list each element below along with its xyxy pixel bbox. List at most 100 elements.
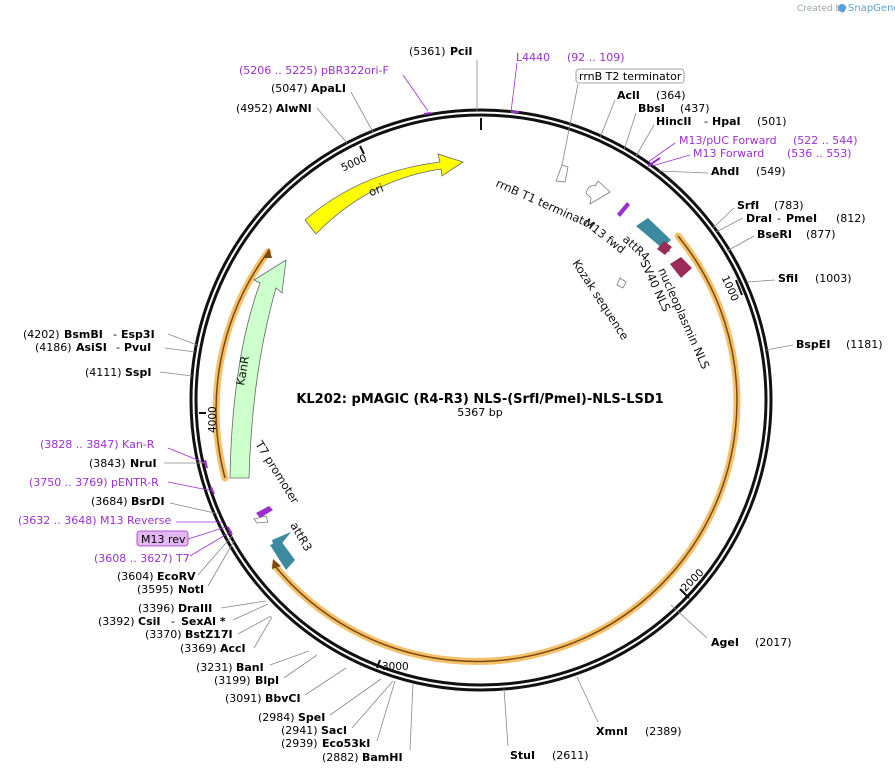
rrnb-t2-terminator-feature[interactable]: rrnB T2 terminator [555,68,685,183]
svg-text:Esp3I: Esp3I [121,328,155,341]
primer-m13-forward[interactable]: M13 Forward (536 .. 553) [647,147,852,167]
svg-text:SfiI: SfiI [778,272,798,285]
svg-text:EcoRV: EcoRV [157,570,196,583]
kanr-label: KanR [233,355,252,387]
svg-text:(3828 .. 3847) Kan-R: (3828 .. 3847) Kan-R [40,438,155,451]
site-acli[interactable]: AclI (364) [599,89,686,139]
snapgene-logo-icon [838,4,846,12]
backbone-inner [194,113,768,687]
svg-text:(549): (549) [756,165,786,178]
t7-promoter-feature[interactable]: T7 promoter [252,437,302,524]
orf-arc-right[interactable] [271,232,741,665]
svg-text:(5047): (5047) [271,82,308,95]
site-csii-sexai[interactable]: (3392) CsiI - SexAI * [98,603,269,628]
site-spei[interactable]: (2984) SpeI [258,678,382,724]
site-noti[interactable]: (3595) NotI [137,540,235,596]
svg-text:(4111): (4111) [85,366,122,379]
site-bseri[interactable]: BseRI (877) [726,228,836,252]
svg-text:BlpI: BlpI [255,674,279,687]
svg-text:(3370): (3370) [145,628,182,641]
site-pcii[interactable]: (5361) PciI [409,45,478,112]
svg-text:SrfI: SrfI [737,199,759,212]
svg-text:PmeI: PmeI [786,212,817,225]
primer-m13-reverse[interactable]: (3632 .. 3648) M13 Reverse [18,514,222,527]
svg-text:(3091): (3091) [225,692,262,705]
site-agei[interactable]: AgeI (2017) [670,604,792,649]
site-bbsi[interactable]: BbsI (437) [623,102,710,151]
m13-rev-callout[interactable]: M13 rev [136,526,227,547]
svg-text:-: - [777,212,781,225]
svg-text:AsiSI: AsiSI [76,341,107,354]
svg-text:(2984): (2984) [258,711,295,724]
site-hincii-hpai[interactable]: HincII - HpaI (501) [635,115,787,157]
site-draiii[interactable]: (3396) DraIII [138,600,267,615]
site-ahdi[interactable]: AhdI (549) [658,165,786,178]
site-apali[interactable]: (5047) ApaLI [271,82,374,133]
primer-kan-r[interactable]: (3828 .. 3847) Kan-R [40,438,208,469]
svg-text:(1181): (1181) [846,338,883,351]
svg-text:ApaLI: ApaLI [311,82,346,95]
svg-text:StuI: StuI [510,749,535,762]
svg-text:BstZ17I: BstZ17I [185,628,233,641]
svg-text:(3392): (3392) [98,615,135,628]
primer-m13-puc-forward[interactable]: M13/pUC Forward (522 .. 544) [647,134,858,163]
svg-text:(92 .. 109): (92 .. 109) [567,51,625,64]
ori-feature[interactable]: ori [304,153,464,235]
svg-text:(437): (437) [680,102,710,115]
svg-text:(3595): (3595) [137,583,174,596]
primer-pentr-r[interactable]: (3750 .. 3769) pENTR-R [29,476,215,495]
site-bsrdi[interactable]: (3684) BsrDI [91,495,220,515]
site-bani[interactable]: (3231) BanI [196,650,310,674]
primer-t7[interactable]: (3608 .. 3627) T7 [94,526,233,565]
svg-text:AgeI: AgeI [711,636,739,649]
site-srfi[interactable]: SrfI (783) [712,199,804,229]
backbone-outer [189,108,773,692]
site-drai-pmei[interactable]: DraI - PmeI (812) [715,212,866,233]
site-bamhi[interactable]: (2882) BamHI [322,683,414,764]
svg-text:(3608 .. 3627) T7: (3608 .. 3627) T7 [94,552,190,565]
svg-text:(3369): (3369) [180,642,217,655]
site-alwni[interactable]: (4952) AlwNI [236,102,348,144]
created-by-text: Created by [797,4,847,14]
site-xmni[interactable]: XmnI (2389) [576,676,682,738]
svg-text:(4186): (4186) [35,341,72,354]
svg-text:-: - [113,328,117,341]
svg-text:(877): (877) [806,228,836,241]
site-acci[interactable]: (3369) AccI [180,616,273,655]
svg-text:AlwNI: AlwNI [276,102,312,115]
attr3-label: attR3 [287,520,315,554]
site-asisi-pvui[interactable]: (4186) AsiSI - PvuI [35,341,196,354]
site-eco53ki[interactable]: (2939) Eco53kI [281,680,396,750]
site-bbvci[interactable]: (3091) BbvCI [225,667,347,705]
svg-text:-: - [704,115,708,128]
site-bspei[interactable]: BspEI (1181) [765,338,883,351]
orf-arc-left[interactable] [212,248,272,482]
site-sspi[interactable]: (4111) SspI [85,366,193,379]
primer-l4440[interactable]: L4440 (92 .. 109) [510,51,625,113]
site-sfii[interactable]: SfiI (1003) [747,272,852,285]
site-saci[interactable]: (2941) SacI [281,680,394,737]
site-bstz17i[interactable]: (3370) BstZ17I [145,615,272,641]
svg-text:(1003): (1003) [815,272,852,285]
m13-fwd-feature[interactable]: M13 fwd [581,202,630,256]
site-ecorv[interactable]: (3604) EcoRV [117,535,233,583]
svg-text:BspEI: BspEI [796,338,830,351]
site-stui[interactable]: StuI (2611) [503,688,589,762]
svg-text:AhdI: AhdI [711,165,739,178]
primer-pbr322ori-f[interactable]: (5206 .. 5225) pBR322ori-F [239,64,432,115]
site-nrui[interactable]: (3843) NruI [89,457,206,470]
svg-text:PvuI: PvuI [124,341,151,354]
svg-text:(812): (812) [836,212,866,225]
kozak-feature[interactable]: Kozak sequence [569,257,631,342]
svg-text:DraIII: DraIII [178,602,212,615]
site-blpi[interactable]: (3199) BlpI [214,654,318,687]
svg-text:(3199): (3199) [214,674,251,687]
site-bsmbi-esp3i[interactable]: (4202) BsmBI - Esp3I [23,328,198,346]
svg-text:AccI: AccI [220,642,246,655]
svg-text:(3604): (3604) [117,570,154,583]
attr4-feature[interactable]: attR4 [620,218,671,264]
kanr-feature[interactable]: KanR [229,259,287,479]
svg-text:M13 Forward: M13 Forward [693,147,764,160]
svg-text:(2611): (2611) [552,749,589,762]
